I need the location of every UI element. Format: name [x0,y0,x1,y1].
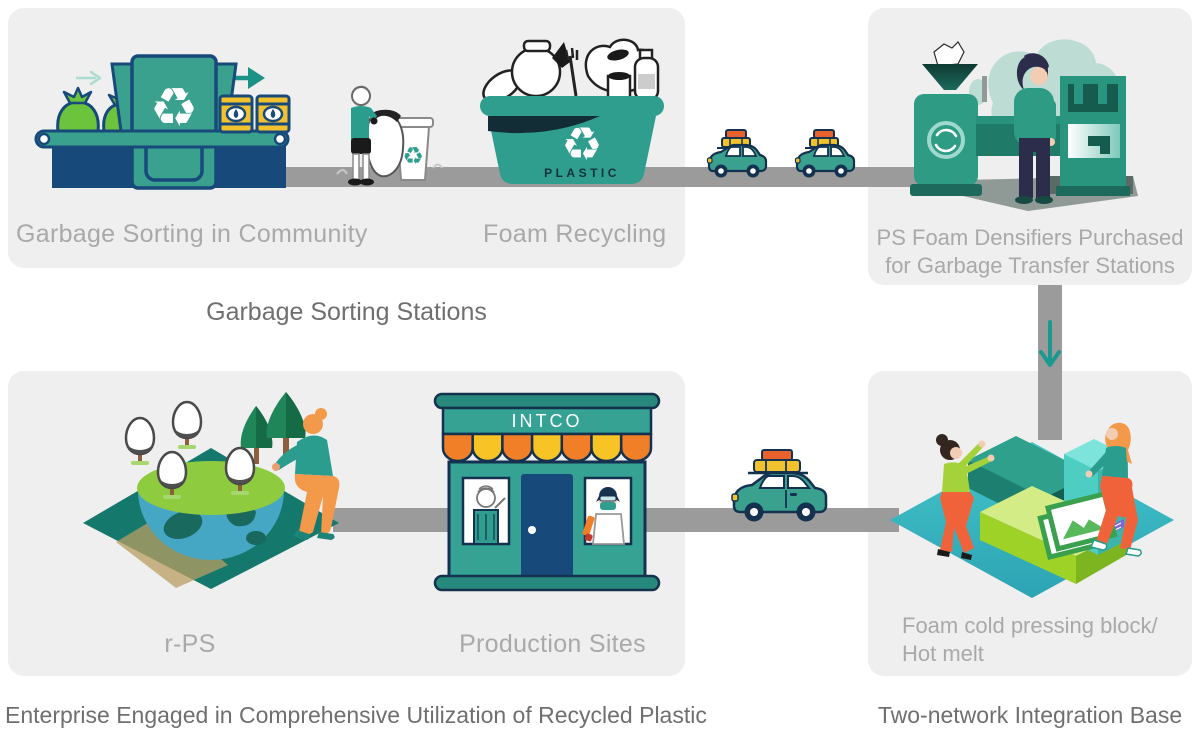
plastic-bin-label: PLASTIC [544,166,620,180]
caption-foam-block: Foam cold pressing block/ Hot melt [902,612,1192,668]
densifier-machine-illustration [910,39,1138,211]
caption-production-sites: Production Sites [459,630,646,658]
worker-with-bag-illustration: ♻ [336,85,443,186]
worker-left [936,434,995,560]
store-roof [433,392,661,410]
awning [441,432,653,463]
car-illustration [706,129,768,178]
store-sign: INTCO [512,411,583,431]
store-sign-band [441,406,653,436]
recycle-icon: ♻ [150,76,198,139]
arrow-down-icon [1039,320,1061,367]
recycle-icon: ♻ [402,142,424,170]
title-garbage-sorting-stations: Garbage Sorting Stations [206,298,487,326]
store-window-left [461,476,511,546]
plastic-foam-bin-illustration: ♻ PLASTIC [480,38,664,184]
earth-globe-illustration [83,392,340,589]
store-door [521,474,573,578]
densifier-left-unit [910,41,987,196]
sorting-machine: ♻ [110,54,238,190]
grass [336,163,443,175]
gardener-person [272,408,340,540]
caption-densifiers-line2: for Garbage Transfer Stations [885,253,1175,278]
warehouse-illustration [890,422,1174,598]
store-base [433,574,661,592]
oil-barrels [218,94,291,134]
title-enterprise: Enterprise Engaged in Comprehensive Util… [5,702,707,728]
conveyor-sorter-illustration: ♻ [34,54,291,190]
caption-densifiers-line1: PS Foam Densifiers Purchased [876,225,1184,250]
worker-right [1085,422,1142,557]
travel-car-illustration [731,449,828,522]
caption-rps: r-PS [164,630,216,658]
plastic-bin: ♻ PLASTIC [480,96,664,184]
globe [137,461,285,560]
faded-arrow-icon [76,70,102,86]
title-two-network-base: Two-network Integration Base [877,702,1183,728]
caption-foam-block-line2: Hot melt [902,641,984,666]
caption-foam-block-line1: Foam cold pressing block/ [902,613,1158,638]
person [348,85,378,186]
caption-garbage-sorting-community: Garbage Sorting in Community [16,220,368,248]
conveyor-belt [34,129,290,149]
car-illustration [794,129,856,178]
trash-bin: ♻ [392,117,434,181]
operator-person [1014,53,1056,204]
densifier-right-unit [1056,76,1130,196]
trees [124,392,306,499]
store-window-right [582,476,633,546]
caption-densifiers: PS Foam Densifiers Purchased for Garbage… [868,224,1192,280]
caption-foam-recycling: Foam Recycling [483,220,667,248]
intco-store-illustration: INTCO [433,392,661,592]
recycle-icon: ♻ [561,117,602,171]
foam-waste-items [482,38,660,103]
